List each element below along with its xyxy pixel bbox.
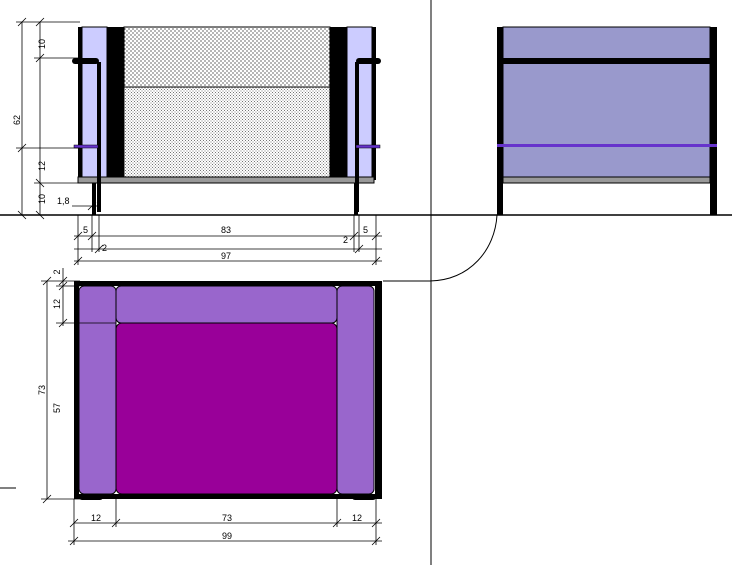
dim-seat-width: 73 [222,513,232,523]
dim-arm-right: 12 [352,513,362,523]
dim-leg: 10 [37,194,47,204]
base-plate [77,176,375,184]
side-right-frame [710,27,717,215]
dim-total-width-plan: 99 [222,531,232,541]
dim-full-height: 62 [12,115,22,125]
side-arm-bar [497,144,717,147]
dim-depth-total: 73 [37,385,47,395]
left-inner-post [107,27,124,177]
left-arm-bar [73,144,99,149]
dim-inner-width: 83 [221,225,231,235]
right-top-rail [356,58,381,64]
left-leg [92,183,96,215]
plan-back-cushion [115,285,338,324]
front-view-dimension-labels: 10 62 12 10 1,8 5 2 83 2 5 97 [12,39,368,261]
back-cushion [123,26,331,88]
dim-side-c: 2 [343,235,348,245]
right-rod [355,62,359,212]
dim-side-a: 5 [83,225,88,235]
plan-view-dimension-labels: 2 12 73 57 12 73 12 99 [37,269,362,541]
dimension-lines [16,17,382,546]
left-outer-post [78,27,82,180]
left-top-rail [72,58,99,64]
dim-total-width-front: 97 [221,251,231,261]
dim-seat-depth: 57 [52,403,62,413]
dim-top-cushion: 10 [37,39,47,49]
right-outer-post [372,27,376,180]
side-top-rail [497,58,717,64]
dim-leg-offset: 1,8 [57,196,70,206]
seat-cushion [123,86,331,178]
plan-right-arm [336,285,375,495]
side-base-plate [502,176,711,184]
projection-arc [383,214,498,282]
plan-left-arm [78,285,117,495]
dim-arm-left: 12 [91,513,101,523]
right-leg [354,183,358,215]
left-arm-panel [81,26,108,181]
dim-side-d: 5 [363,225,368,235]
side-view [497,26,717,215]
side-back-panel [502,26,711,178]
dim-frame: 2 [52,269,62,274]
dim-back: 12 [52,299,62,309]
right-arm-bar [355,144,381,149]
dim-arm-pad: 12 [37,161,47,171]
plan-seat-cushion [115,322,338,495]
dim-side-b: 2 [102,243,107,253]
right-inner-post [330,27,347,177]
side-left-frame [497,27,503,215]
left-rod [97,62,101,212]
front-view [72,26,381,215]
plan-right-foot [352,494,376,500]
plan-left-foot [79,494,103,500]
plan-view [74,281,382,500]
right-arm-panel [346,26,373,181]
